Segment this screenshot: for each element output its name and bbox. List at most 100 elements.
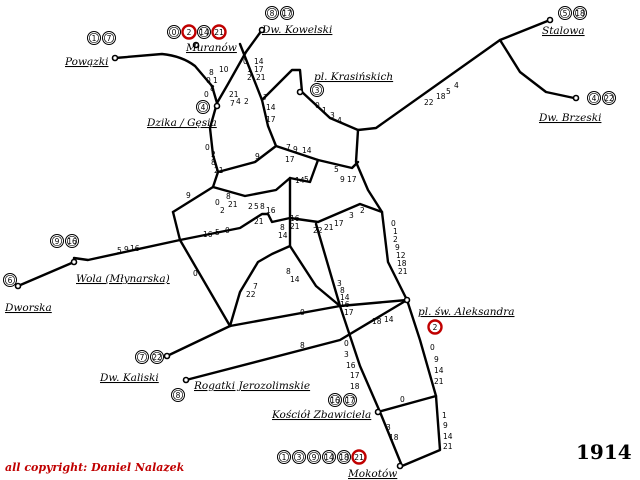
- terminal-name: Dw. Kowelski: [261, 24, 332, 36]
- segment-label: 4: [337, 116, 342, 125]
- line-badge-number: 7: [107, 34, 112, 43]
- segment-label: 16: [290, 214, 300, 223]
- stop-krasinskich[interactable]: [296, 88, 304, 96]
- segment-label: 5: [254, 202, 259, 211]
- segment-label: 5: [304, 175, 309, 184]
- line-badge-number: 21: [354, 453, 364, 462]
- stop-dworska[interactable]: [14, 282, 22, 290]
- segment-label: 8: [260, 202, 265, 211]
- terminal-name: Kościół Zbawiciela: [271, 409, 371, 421]
- segment-label: 9: [124, 245, 129, 254]
- segment-label: 21: [254, 217, 264, 226]
- segment-label: 3: [344, 350, 349, 359]
- line-badge-number: 1: [282, 453, 287, 462]
- line-badge-inner-ring: [103, 32, 115, 44]
- stop-mokotow[interactable]: [396, 462, 404, 470]
- line-badge-number: 22: [152, 353, 162, 362]
- segment-label: 16: [346, 361, 356, 370]
- segment-label: 4: [454, 81, 459, 90]
- terminal-name: Muranów: [185, 42, 237, 54]
- line-badge-inner-ring: [278, 451, 290, 463]
- segment-label: 8: [209, 68, 214, 77]
- segment-label: 7: [230, 99, 235, 108]
- line-badge-inner-ring: [136, 351, 148, 363]
- stop-kaliski[interactable]: [163, 352, 171, 360]
- segment-label: 18: [397, 259, 407, 268]
- line-badge-number: 6: [8, 276, 13, 285]
- stop-muranow[interactable]: [192, 41, 200, 49]
- segment-label: 1: [393, 227, 398, 236]
- segment-label: 14: [278, 231, 288, 240]
- line-badge-number: 7: [140, 353, 145, 362]
- segment-label: 0: [400, 395, 405, 404]
- line-badge-inner-ring: [574, 7, 586, 19]
- segment-label: 1: [442, 411, 447, 420]
- track-wola: [16, 238, 182, 288]
- segment-label: 0: [300, 308, 305, 317]
- segment-label: 0: [391, 219, 396, 228]
- segment-label: 14: [443, 432, 453, 441]
- segment-labels: 0 14 1 17 2 21 8 10 0 1 8 0 21 7 4 2 7 1…: [117, 57, 459, 451]
- track-kaliski: [165, 324, 232, 358]
- line-badge-number: 8: [176, 391, 181, 400]
- segment-label: 0: [205, 143, 210, 152]
- terminal-name: Rogatki Jerozolimskie: [193, 380, 310, 392]
- line-badge-inner-ring: [603, 92, 615, 104]
- segment-label: 0: [193, 269, 198, 278]
- line-badge-inner-ring: [293, 451, 305, 463]
- segment-label: 21: [228, 200, 238, 209]
- segment-label: 2: [360, 206, 365, 215]
- segment-label: 17: [254, 65, 264, 74]
- line-badge-inner-ring: [323, 451, 335, 463]
- segment-label: 9: [434, 355, 439, 364]
- terminal-name: pl. Krasińskich: [314, 71, 393, 83]
- stop-rogatki[interactable]: [182, 376, 190, 384]
- segment-label: 2: [244, 97, 249, 106]
- segment-label: 21: [443, 442, 453, 451]
- segment-label: 9: [255, 152, 260, 161]
- segment-label: 18: [436, 92, 446, 101]
- track-mid-row: [216, 144, 360, 174]
- track-centre-spine: [354, 128, 409, 302]
- line-badge-inner-ring: [88, 32, 100, 44]
- stop-zbawiciela[interactable]: [374, 408, 382, 416]
- segment-label: 0: [243, 57, 248, 66]
- line-badge-number: 4: [592, 94, 597, 103]
- stop-powazki[interactable]: [111, 54, 119, 62]
- segment-label: 0: [315, 101, 320, 110]
- line-badge-inner-ring: [197, 101, 209, 113]
- terminal-name: Stalowa: [542, 25, 585, 37]
- segment-label: 12: [396, 251, 406, 260]
- segment-label: 1: [247, 65, 252, 74]
- segment-label: 14: [302, 146, 312, 155]
- segment-label: 18: [389, 433, 399, 442]
- terminal-name: pl. św. Aleksandra: [418, 306, 515, 318]
- segment-label: 18: [350, 382, 360, 391]
- segment-label: 14: [340, 293, 350, 302]
- segment-label: 14: [384, 315, 394, 324]
- segment-label: 22: [313, 226, 323, 235]
- track-left-vertical: [178, 238, 232, 328]
- stop-brzeski[interactable]: [572, 94, 580, 102]
- stop-dzika[interactable]: [213, 102, 221, 110]
- segment-label: 21: [434, 377, 444, 386]
- segment-label: 16: [130, 244, 140, 253]
- segment-label: 9: [340, 175, 345, 184]
- line-badge-inner-ring: [51, 235, 63, 247]
- line-badge-inner-ring: [66, 235, 78, 247]
- stop-wola[interactable]: [70, 258, 78, 266]
- line-badge-number: 3: [315, 86, 320, 95]
- segment-label: 3: [337, 279, 342, 288]
- stop-aleksandra[interactable]: [403, 296, 411, 304]
- track-dzika-south: [208, 101, 220, 189]
- stop-stalowa[interactable]: [546, 16, 554, 24]
- track-zbawiciela-link: [376, 394, 438, 414]
- line-badge-number: 22: [604, 94, 614, 103]
- line-badge-number: 14: [199, 28, 209, 37]
- segment-label: 16: [340, 300, 350, 309]
- segment-label: 14: [295, 176, 305, 185]
- segment-label: 21: [229, 90, 239, 99]
- stop-kowelski[interactable]: [258, 26, 266, 34]
